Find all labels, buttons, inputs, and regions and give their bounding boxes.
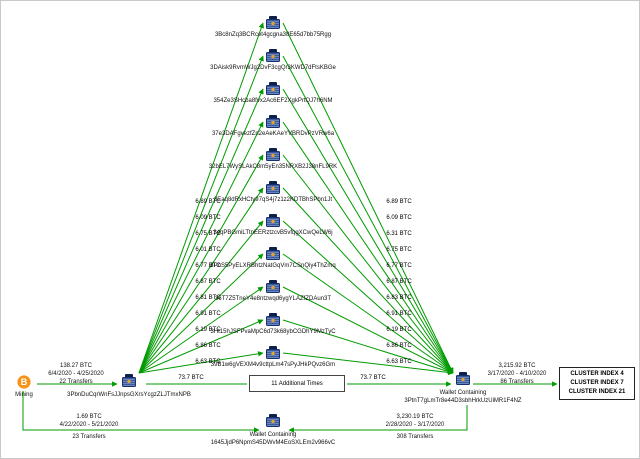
cluster-index-line: CLUSTER INDEX 21 [568,389,626,395]
wallet-icon [266,82,280,95]
edge-amount: 6.83 BTC [386,295,412,301]
edge-amount: 1.69 BTC [76,414,102,420]
wallet-address: 36T7Z5TneY4e8ntzwqd6ygYLAZfZDAun3T [214,296,332,302]
bottom-wallet-title: Wallet Containing [249,432,297,438]
edge-amount: 3,215.92 BTC [498,363,536,369]
wallet-icon [266,414,280,427]
edge-amount: 6.89 BTC [386,199,412,205]
wallet-address: 3Ht15hJSFPvaMpC6d73k68ybCGDhY9MzTyC [210,329,336,335]
additional-times-label: 11 Additional Times [271,380,323,387]
edge-amount: 6.91 BTC [386,311,412,317]
cluster-index-line: CLUSTER INDEX 4 [570,371,624,377]
wallet-icon [122,374,136,387]
edge-dates: 3/17/2020 - 4/10/2020 [487,371,547,377]
wallet-icon [266,280,280,293]
edge-amount: 6.81 BTC [195,295,221,301]
edge-amount: 6.75 BTC [195,231,221,237]
wallet-address: 3DAisk9RvmWJg2DvF3cgQr3KWD7dFtsKBGe [210,65,336,71]
edge-transfers: 308 Transfers [396,434,434,440]
edge-amount: 3,230.19 BTC [396,414,434,420]
edge-amount: 73.7 BTC [178,375,204,381]
wallet-icon [266,49,280,62]
edge-amount: 6.63 BTC [386,359,412,365]
wallet-icon [266,346,280,359]
wallet-icon [266,181,280,194]
edge-amount: 6.63 BTC [195,359,221,365]
wallet-icon [266,247,280,260]
wallet-address: 3Bc8nZq3BCRcet4gcgna38E65d7bb75Rgg [214,32,332,38]
right-hub-address: 3PtnT7gLmTr8e44D3sbhHrkUzUiMR1F4NZ [404,398,522,404]
edge-amount: 6.19 BTC [195,327,221,333]
wallet-icon [266,148,280,161]
wallet-address: 354Ze3SHcba8fvx2Ac6EF2XgkPrtQJ7h6NM [213,98,333,104]
edge-amount: 138.27 BTC [59,363,93,369]
right-hub-title: Wallet Containing [439,390,487,396]
wallet-address: 37e3DAFgvezfZn2eAeKAeYVBRDvPzVRw6a [211,131,335,137]
edge-transfers: 22 Transfers [59,379,93,385]
wallet-icon [456,372,470,385]
edge-dates: 6/4/2020 - 4/25/2020 [48,371,104,377]
edge-amount: 6.86 BTC [195,343,221,349]
mining-label: Mining [15,392,33,398]
bitcoin-icon [17,375,31,389]
edge-amount: 6.89 BTC [195,199,221,205]
wallet-icon [266,214,280,227]
edge-amount: 6.87 BTC [195,279,221,285]
edge-amount: 6.09 BTC [386,215,412,221]
edge-amount: 73.7 BTC [360,375,386,381]
edge-amount: 6.77 BTC [195,263,221,269]
edge-amount: 6.77 BTC [386,263,412,269]
wallet-address: 32bEL7WySLAkC8m5yEn35NRXB2J38nFL9RK [208,164,338,170]
edge-amount: 6.09 BTC [195,215,221,221]
mining-node[interactable] [17,375,31,389]
wallet-address: 3PnS5PyELXRBhtzNatGqVm7CSnQiy4ThZmq [210,263,336,269]
wallet-address: 34qPBGmiLTtnEERztzcvB5vfqgXCwQeLW6j [213,230,333,236]
edge-amount: 6.31 BTC [386,231,412,237]
edge-amount: 6.19 BTC [386,327,412,333]
wallet-address: 39B1w6gVEXM4v9cttpLm47sPyJHkPQvz6Gm [210,362,336,368]
wallet-icon [266,16,280,29]
edge-transfers: 86 Transfers [500,379,534,385]
edge-amount: 6.75 BTC [386,247,412,253]
additional-times-box[interactable]: 11 Additional Times [249,375,345,392]
left-hub-address: 3PbnDuCqrWnFsJJnpsGXrsYcgzZLJTmxNPB [67,392,191,398]
cluster-index-line: CLUSTER INDEX 7 [570,380,624,386]
edge-transfers: 23 Transfers [72,434,106,440]
edge-amount: 6.01 BTC [195,247,221,253]
bottom-wallet-address: 1645JjdP6NpmS45DWvM4EoSXLEm2v966vC [210,440,336,446]
edge-amount: 6.91 BTC [195,311,221,317]
wallet-address: 3Eaq8dRxHCty97qS4j7z1z2KDTBhSPbn1Jt [213,197,333,203]
edge-amount: 6.87 BTC [386,279,412,285]
edge-dates: 4/22/2020 - 5/21/2020 [59,422,119,428]
edge-amount: 6.86 BTC [386,343,412,349]
edge-dates: 2/28/2020 - 3/17/2020 [385,422,445,428]
wallet-icon [266,115,280,128]
cluster-index-box[interactable]: CLUSTER INDEX 4 CLUSTER INDEX 7 CLUSTER … [559,367,635,400]
wallet-icon [266,313,280,326]
